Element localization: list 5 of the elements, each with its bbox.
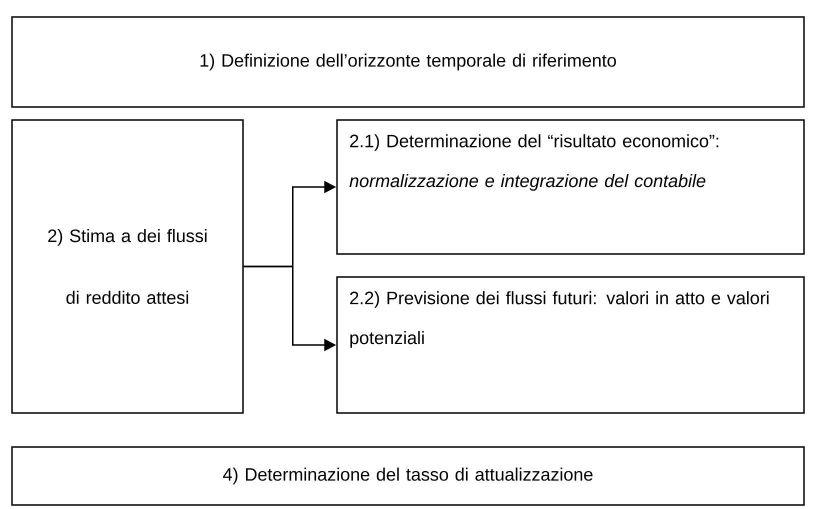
process-box: 1) Definizione dell’orizzonte temporale di riferimento — [11, 16, 805, 108]
process-box: 4) Determinazione del tasso di attualizzazione — [11, 446, 805, 506]
process-box: 2.1) Determinazione del “risultato economico”: normalizzazione e integrazione del contabile — [336, 119, 805, 255]
process-box: 2.2) Previsione dei flussi futuri: valori in atto e valori potenziali — [336, 276, 805, 414]
process-box: 2) Stima a dei flussi di reddito attesi — [11, 119, 244, 414]
